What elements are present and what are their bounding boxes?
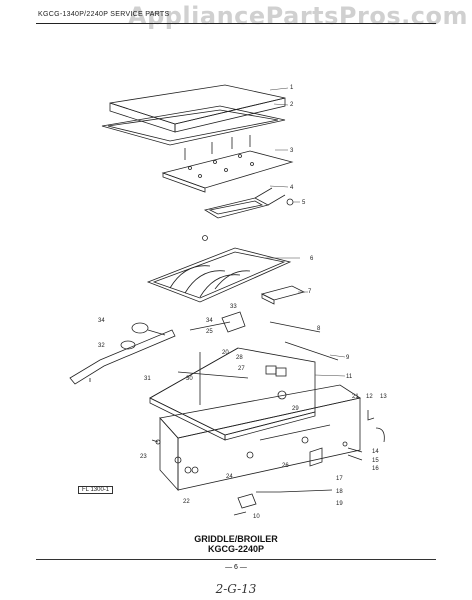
callout-15: 15 (372, 458, 379, 464)
footer-divider (36, 559, 436, 560)
support-rod-lower (284, 341, 339, 361)
callout-20: 20 (222, 350, 229, 356)
callout-22: 22 (183, 499, 190, 505)
callout-11: 11 (346, 374, 353, 380)
leader-lines (265, 87, 346, 377)
callout-3: 3 (290, 148, 294, 154)
support-rod (269, 321, 321, 333)
header-divider (36, 23, 436, 24)
callout-30: 30 (186, 376, 193, 382)
callout-5: 5 (302, 200, 306, 206)
callout-16: 16 (372, 466, 379, 472)
igniter-assembly (233, 489, 333, 516)
callout-21: 21 (352, 394, 359, 400)
main-body-housing (149, 347, 316, 441)
callout-13: 13 (380, 394, 387, 400)
griddle-plate (109, 84, 286, 133)
callout-23: 23 (140, 454, 147, 460)
callout-14: 14 (372, 449, 379, 455)
reference-box: FL 1300-1 (78, 486, 114, 494)
bottom-tray (159, 384, 362, 492)
diagram-title: GRIDDLE/BROILER KGCG-2240P (0, 534, 472, 554)
callout-7: 7 (308, 289, 312, 295)
title-line-1: GRIDDLE/BROILER (194, 534, 278, 544)
callout-33: 33 (230, 304, 237, 310)
callout-31: 31 (144, 376, 151, 382)
front-rail (69, 329, 176, 385)
model-code-header: KGCG-1340P/2240P SERVICE PARTS (38, 11, 170, 18)
callout-8: 8 (317, 326, 321, 332)
griddle-base-plate (161, 135, 294, 193)
callout-12: 12 (366, 394, 373, 400)
callout-4: 4 (290, 185, 294, 191)
callout-32: 32 (98, 343, 105, 349)
callout-26: 26 (282, 463, 289, 469)
callout-17: 17 (336, 476, 343, 482)
callout-25: 25 (206, 329, 213, 335)
handwritten-note: 2-G-13 (215, 582, 257, 596)
title-line-2: KGCG-2240P (207, 544, 265, 554)
callout-labels: 1 2 3 4 5 6 7 8 9 11 21 12 13 14 15 16 1… (98, 85, 387, 520)
callout-27: 27 (238, 366, 245, 372)
callout-1: 1 (290, 85, 294, 91)
callout-9: 9 (346, 355, 350, 361)
callout-2: 2 (290, 102, 294, 108)
watermark: AppliancePartsPros.com (128, 2, 468, 30)
heating-element-frame (203, 187, 294, 219)
callout-29: 29 (292, 406, 299, 412)
heat-shield-bracket (309, 447, 323, 467)
callout-18: 18 (336, 489, 343, 495)
callout-10: 10 (253, 514, 260, 520)
valve-bracket (189, 311, 246, 333)
callout-19: 19 (336, 501, 343, 507)
mounting-screws (151, 439, 192, 474)
burner-grate (146, 235, 292, 303)
callout-35: 34 (206, 318, 213, 324)
callout-28: 28 (236, 355, 243, 361)
callout-24: 24 (226, 474, 233, 480)
gasket-frame (101, 105, 286, 146)
callout-6: 6 (310, 256, 314, 262)
page-number: — 6 — (225, 564, 247, 571)
drip-pan (260, 285, 306, 305)
right-side-hardware (342, 410, 385, 461)
callout-34: 34 (98, 318, 105, 324)
